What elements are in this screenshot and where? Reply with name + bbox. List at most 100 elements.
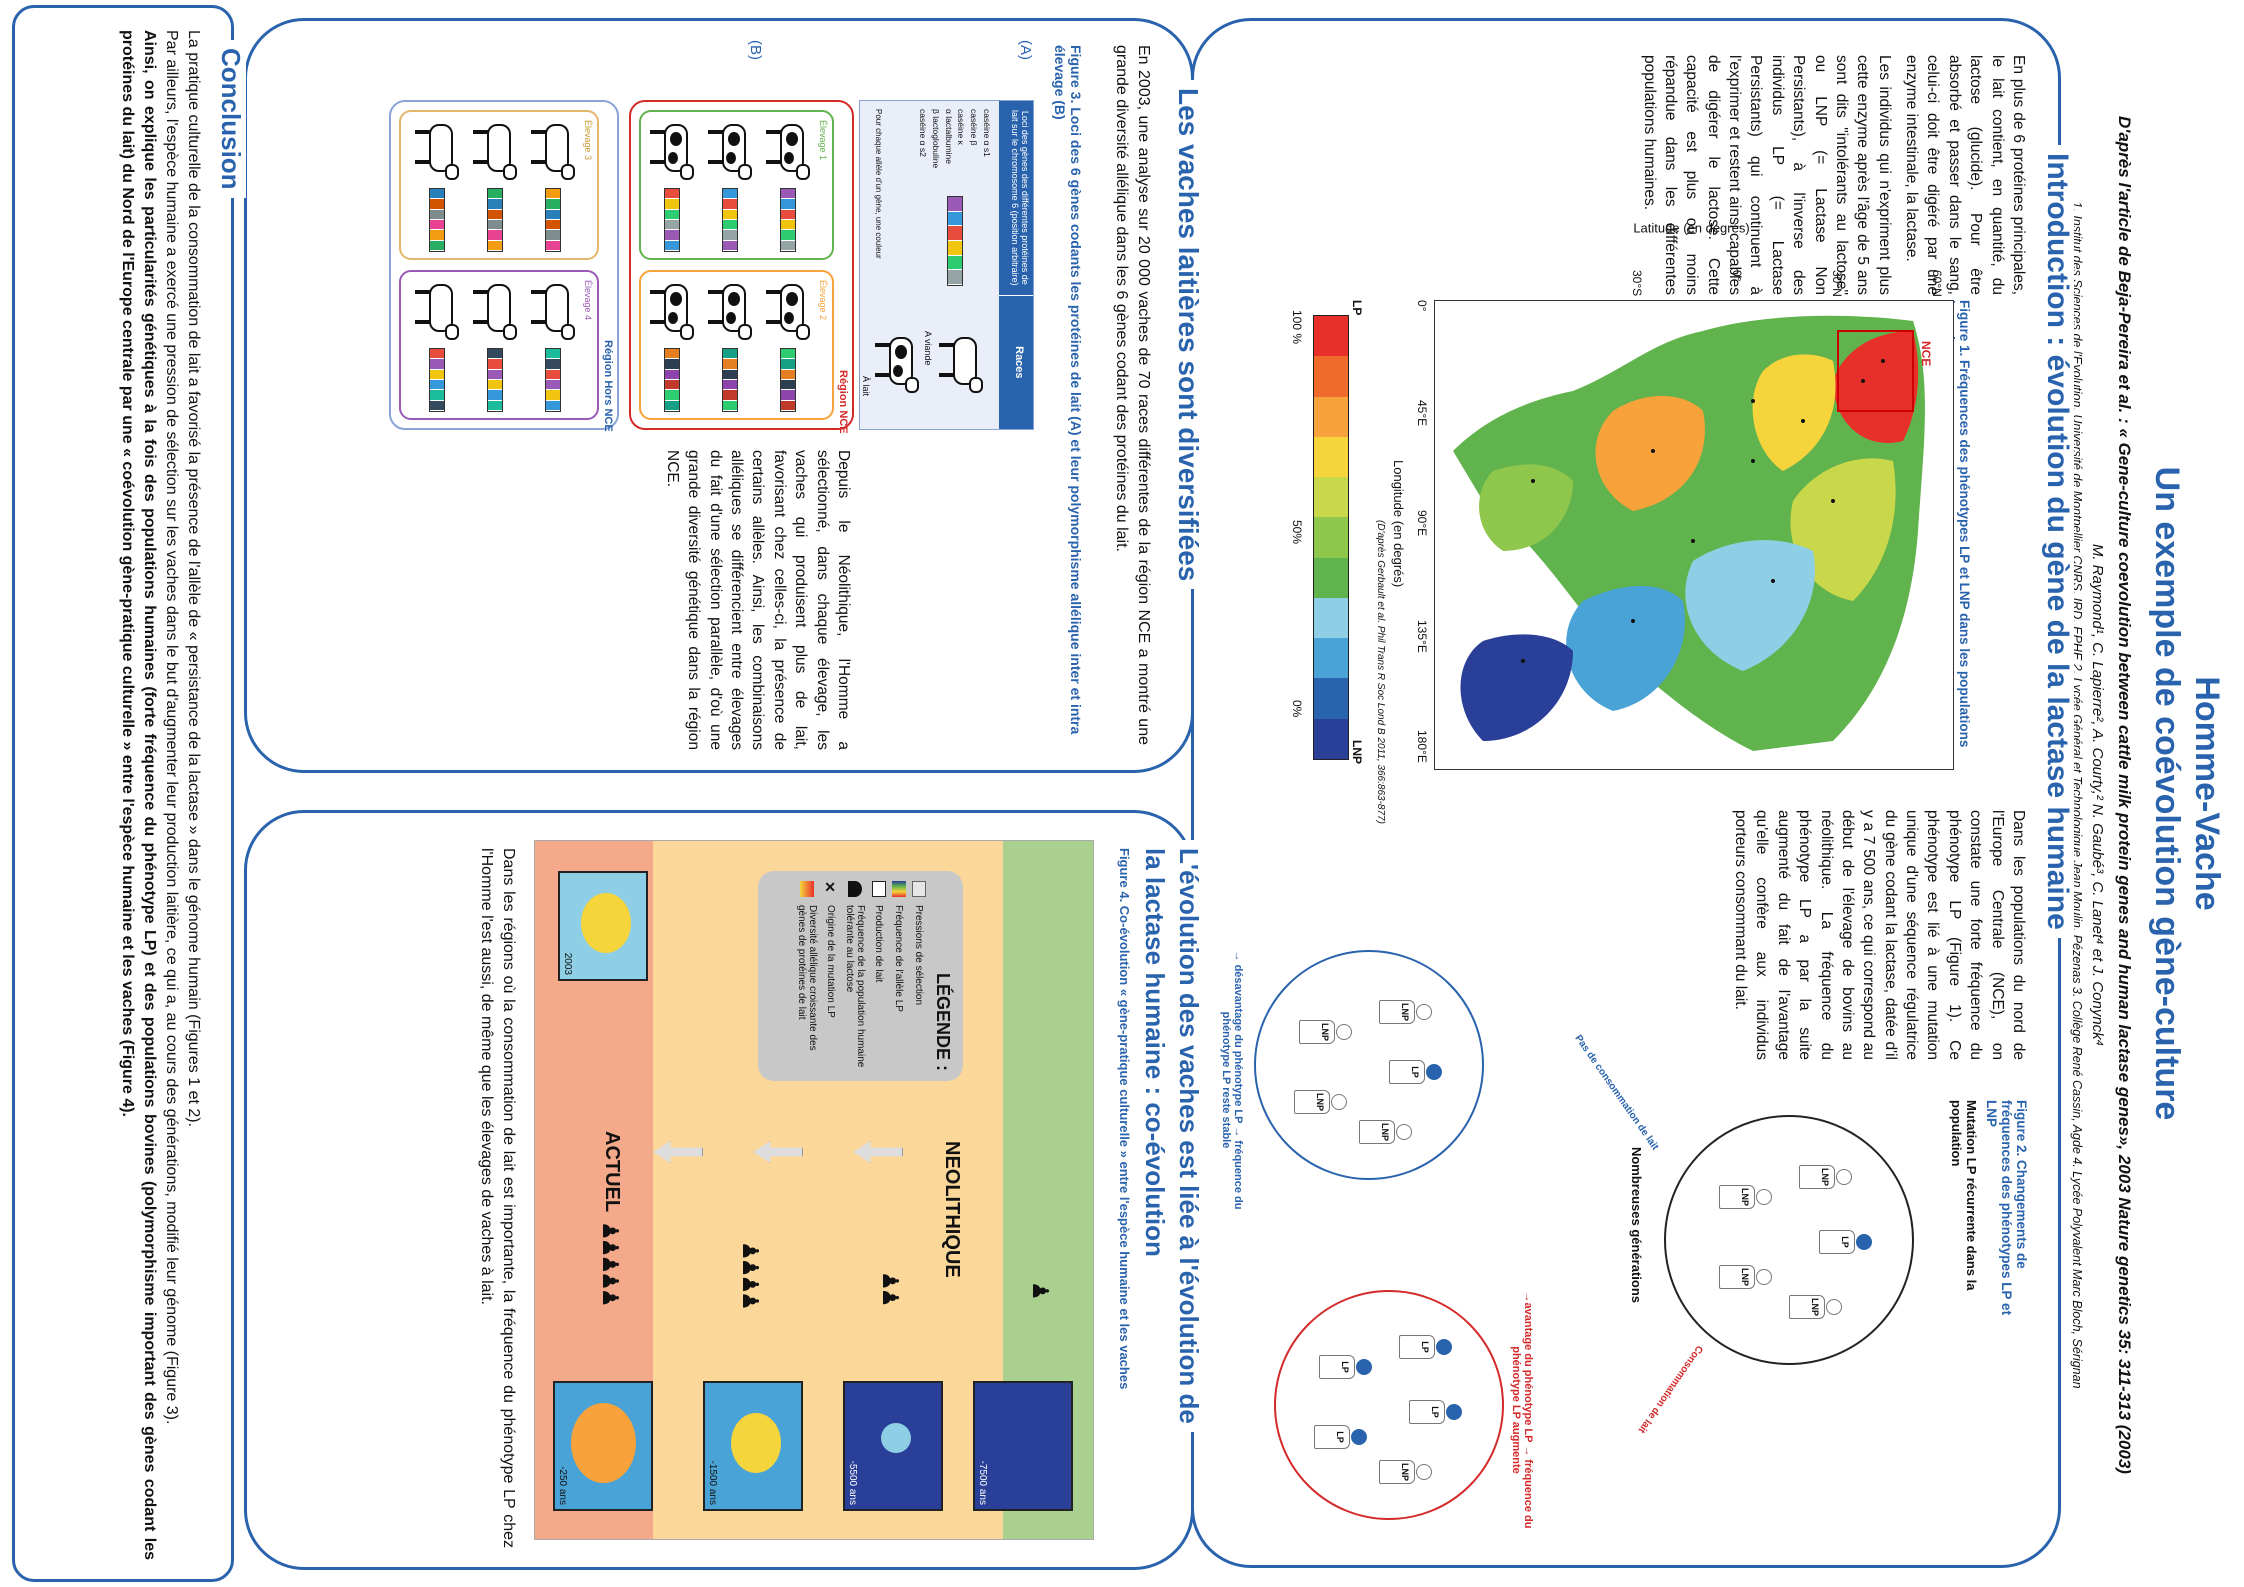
neolithic-label: NEOLITHIQUE (941, 1141, 963, 1278)
cow-icon (764, 118, 812, 182)
poster-title: Homme-Vache (2188, 676, 2226, 911)
person-lnp: LNP (1798, 1157, 1852, 1197)
intro-paragraph-1: En plus de 6 protéines principales, le l… (1903, 55, 2027, 295)
cow-icon (706, 278, 754, 342)
breed-meat-label: A viande (923, 331, 933, 366)
fig3-caption: Figure 3. Loci des 6 gènes codants les p… (1052, 45, 1084, 735)
fig4-caption: Figure 4. Co-évolution « gène-pratique c… (1117, 848, 1132, 1390)
person-lnp: LNP (1718, 1177, 1772, 1217)
coevo-paragraph: Dans les régions où la consommation de l… (477, 848, 517, 1548)
person-lp: LP (1388, 1052, 1442, 1092)
allele-bar (780, 348, 796, 412)
color-bar-step (1314, 477, 1348, 518)
legend-item: Production de lait (872, 881, 886, 1071)
intro-title: Introduction : évolution du gène de la l… (2040, 145, 2074, 938)
fig1-source: (D'après Gerbault et al. Phil Trans R So… (1375, 520, 1386, 824)
color-bar-step (1314, 356, 1348, 397)
elevage-1-label: Élevage 1 (818, 120, 828, 161)
poster-subtitle: Un exemple de coévolution gène-culture (2148, 466, 2186, 1121)
color-bar-step (1314, 316, 1348, 357)
conclusion-text: La pratique culturelle de la consommatio… (116, 30, 204, 1560)
cow-icon (529, 278, 577, 342)
map-250: -250 ans (553, 1381, 653, 1511)
allele-bar (722, 348, 738, 412)
lat-tick: 60°N (1930, 270, 1944, 297)
map-7500: -7500 ans (973, 1381, 1073, 1511)
cow-icon (413, 278, 461, 342)
gene-loci-table: Loci des gènes des différentes protéines… (859, 100, 1034, 430)
lat-tick: 30°N (1830, 270, 1844, 297)
advantage-label: →avantage du phénotype LP → fréquence du… (1510, 1291, 1534, 1529)
fig3-a-label: (A) (1017, 40, 1034, 60)
cbar-100: 100 % (1290, 310, 1304, 345)
gene-table-col1: Loci des gènes des différentes protéines… (999, 101, 1033, 295)
actual-label: ACTUEL (601, 1131, 623, 1213)
cow-icon (471, 118, 519, 182)
initial-population-circle: LNP LP LNP LNP LNP (1664, 1115, 1914, 1365)
color-bar-step (1314, 517, 1348, 558)
coevolution-figure: NEOLITHIQUE ACTUEL LÉGENDE : Pressions d… (534, 840, 1094, 1540)
lactase-map: NCE (1434, 300, 1954, 770)
article-reference: D'après l'article de Beja-Pereira et al.… (2115, 116, 2134, 1474)
map-1500: -1500 ans (703, 1381, 803, 1511)
people-icon (848, 881, 862, 897)
legend-box: LÉGENDE : Pressions de sélection Fréquen… (758, 871, 963, 1081)
authors: M. Raymond¹, C. Lapierre², A. Courty,² N… (2089, 543, 2106, 1047)
person-lp: LP (1818, 1222, 1872, 1262)
gene-table-col2: Races (999, 294, 1033, 429)
nce-label: NCE (1919, 341, 1933, 367)
fig3-b-label: (B) (747, 40, 764, 60)
legend-item: Diversité allélique croissante des gènes… (796, 881, 818, 1071)
cbar-50: 50% (1290, 520, 1304, 545)
intro-paragraph-2: Les individus qui n'expriment plus cette… (1640, 55, 1893, 295)
lactase-map-svg (1434, 301, 1953, 770)
beef-cow-icon (937, 331, 985, 395)
allele-bar (664, 348, 680, 412)
people-icon: ♟ (1028, 1281, 1053, 1298)
diversity-arrow-icon (800, 881, 814, 897)
nce-high-frequency-zone (1833, 331, 1919, 443)
lon-tick: 0° (1415, 300, 1429, 312)
lon-tick: 45°E (1415, 400, 1429, 427)
fig2-caption: Figure 2. Changements de fréquences des … (1984, 1100, 2029, 1316)
region-nce-label: Région NCE (837, 370, 849, 434)
lon-tick: 90°E (1415, 510, 1429, 537)
elevage-4-label: Élevage 4 (583, 280, 593, 321)
allele-bar (545, 188, 561, 252)
person-lnp: LNP (1378, 1452, 1432, 1492)
coevo-title-1: L'évolution des vaches est liée à l'évol… (1173, 840, 1204, 1432)
allele-bar (487, 188, 503, 252)
cows-paragraph-2: Depuis le Néolithique, l'Homme a sélecti… (664, 450, 852, 750)
gene-name: β lactoglobuline (931, 109, 941, 169)
coevo-title-2: la lactase humaine : co-évolution (1140, 848, 1170, 1257)
intro-paragraph-3: Dans les populations du nord de l'Europe… (1732, 810, 2027, 1060)
sample-points (1521, 359, 1885, 663)
legend-item: ✕Origine de la mutation LP (822, 881, 838, 1018)
person-lnp: LNP (1298, 1012, 1352, 1052)
elevage-3-label: Élevage 3 (583, 120, 593, 161)
person-lnp: LNP (1293, 1082, 1347, 1122)
gradient-icon (892, 881, 906, 897)
lat-tick: 0° (1730, 270, 1744, 282)
legend-item: Fréquence de l'allèle LP (892, 881, 906, 1071)
cow-icon (706, 118, 754, 182)
legend-item: Fréquence de la population humaine tolér… (844, 881, 866, 1071)
cow-icon (648, 278, 696, 342)
cows-title: Les vaches laitières sont diversifiées (1172, 80, 1204, 590)
people-icon: ♟♟♟♟ (738, 1241, 763, 1308)
milk-bottle-icon (872, 881, 886, 897)
intro-text: En plus de 6 protéines principales, le l… (1638, 55, 2029, 295)
cow-icon (471, 278, 519, 342)
elevage-2-label: Élevage 2 (818, 280, 828, 321)
cow-icon (413, 118, 461, 182)
disadvantage-label: → désavantage du phénotype LP → fréquenc… (1220, 950, 1244, 1210)
gene-table-note: Pour chaque allèle d'un gène, une couleu… (874, 109, 883, 259)
breed-dairy-label: À lait (861, 376, 871, 397)
map-5500: -5500 ans (843, 1381, 943, 1511)
person-lnp: LNP (1718, 1257, 1772, 1297)
gene-name: caséine α s1 (982, 109, 992, 157)
frequency-color-bar (1313, 315, 1349, 760)
allele-bar (429, 348, 445, 412)
person-lp: LP (1318, 1347, 1372, 1387)
